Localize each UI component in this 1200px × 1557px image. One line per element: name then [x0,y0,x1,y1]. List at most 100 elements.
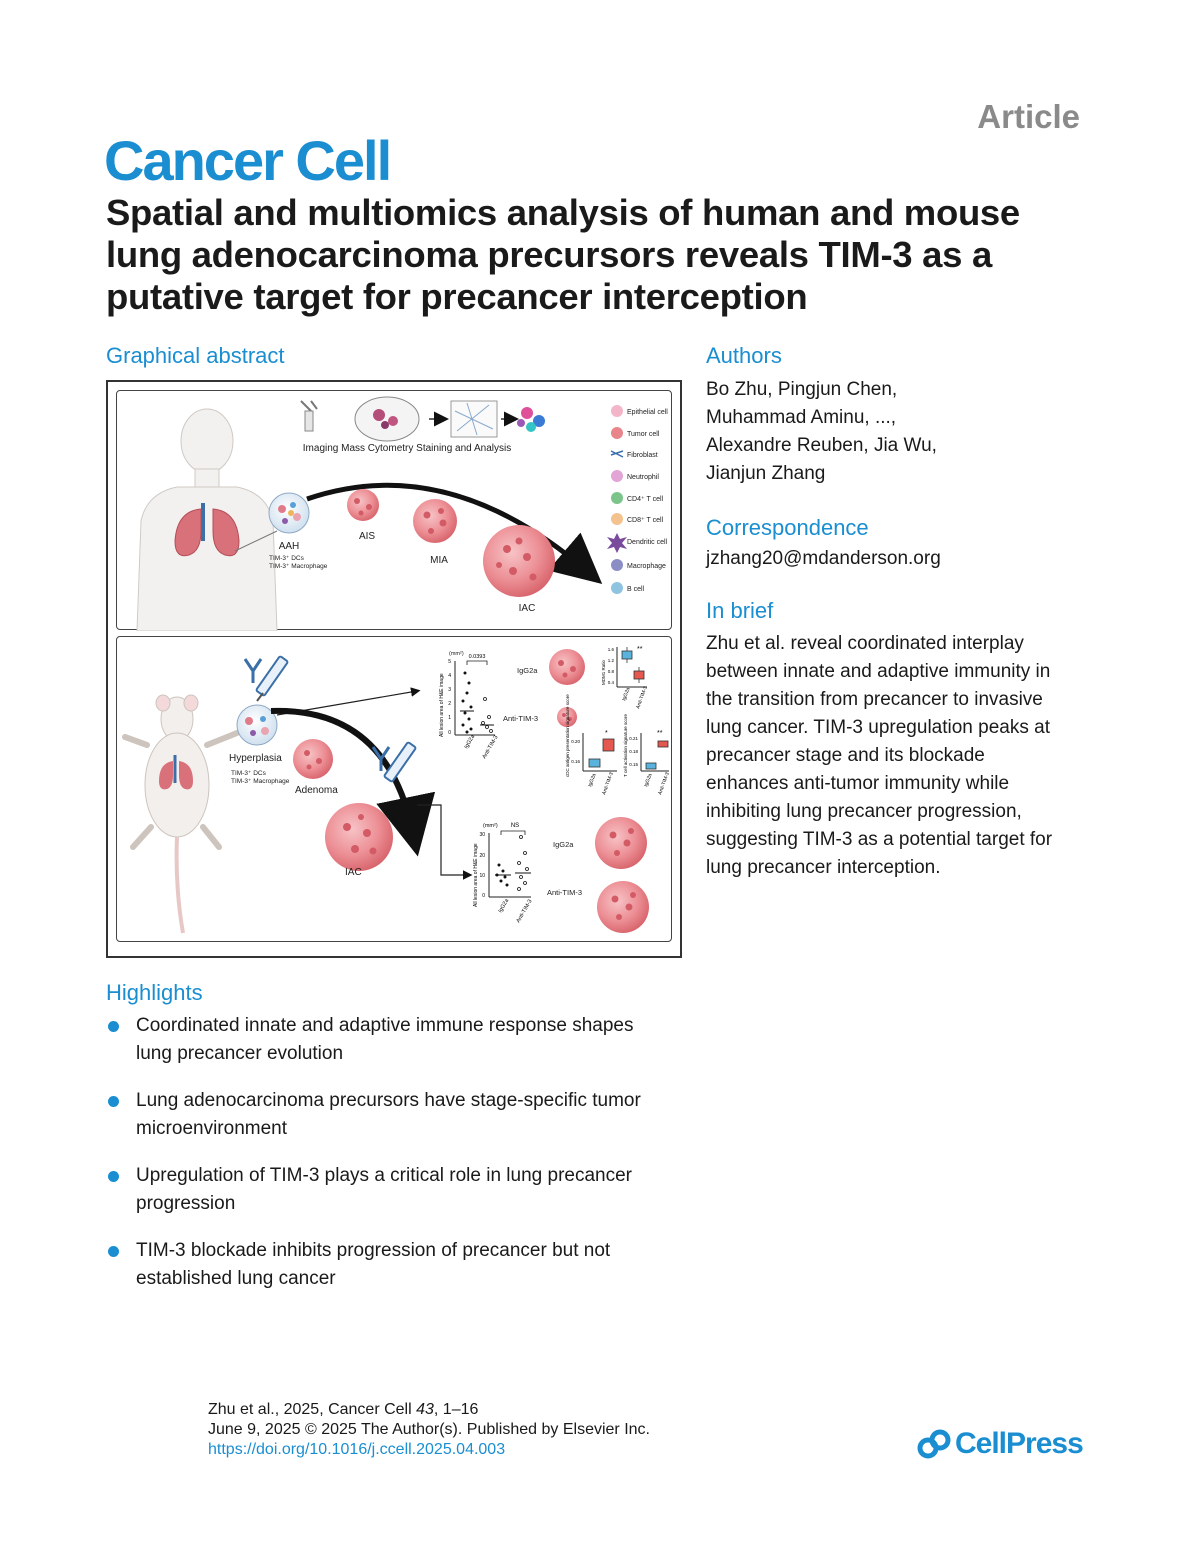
in-brief-heading: In brief [706,598,774,623]
highlight-line: lung precancer evolution [136,1043,344,1064]
doi-link[interactable]: https://doi.org/10.1016/j.ccell.2025.04.… [208,1441,506,1458]
bullet-icon [108,1096,119,1107]
tick-cdc-1: 0.16 [571,759,580,764]
highlight-line: progression [136,1193,236,1214]
ylabel-mdm: MDM1 Ratio [601,659,606,685]
group-igg-label-bottom: IgG2a [553,840,574,849]
in-brief-line: the transition from precancer to invasiv… [706,689,1043,710]
tick-bottom-20: 20 [479,853,485,859]
citation-prefix: Zhu et al., 2025, Cancer Cell [208,1401,417,1418]
tick-top-3: 3 [448,687,451,693]
in-brief-line: lung precancer interception. [706,857,941,878]
human-silhouette [136,408,278,632]
stage-mouse-iac-label: IAC [345,867,362,878]
unit-label-bottom: (mm²) [483,823,498,829]
mouse-progression-arrow [270,707,436,857]
tick-top-4: 4 [448,673,451,679]
mouse-iac-lesion: IAC [325,803,393,878]
unit-label-top: (mm²) [449,651,464,657]
xlabel-igg-bottom: IgG2a [498,897,511,914]
igg-tumor-top [549,649,585,685]
legend-neutrophil: Neutrophil [627,474,659,481]
graphical-abstract-heading: Graphical abstract [106,343,285,368]
ylabel-cdc: cDC antigen presentation signature score [565,694,570,777]
authors-list: Bo Zhu, Pingjun Chen, Muhammad Aminu, ..… [706,376,937,488]
dots-igg-top [461,671,473,734]
highlight-line: established lung cancer [136,1268,336,1289]
tick-top-5: 5 [448,659,451,665]
lesion-area-plot-iac: (mm²) 30 20 10 0 All lesion area of H&E … [473,823,534,924]
citation-footer: Zhu et al., 2025, Cancer Cell 43, 1–16 J… [208,1400,650,1460]
xlabel-anti-cdc: Anti-TIM-3 [601,771,615,795]
tick-top-1: 1 [448,715,451,721]
tick-top-2: 2 [448,701,451,707]
igg-tumor-bottom [595,817,647,869]
tick-bottom-0: 0 [482,893,485,899]
stage-mia-label: MIA [430,555,448,566]
pvalue-top: 0.0393 [469,654,486,660]
iac-lesion: IAC [483,525,555,614]
pvalue-bottom: NS [511,823,519,829]
group-anti-label-top: Anti-TIM-3 [503,714,538,723]
sig-cdc: * [605,730,608,737]
tick-mdm-0: 1.6 [608,647,615,652]
author-line: Muhammad Aminu, ..., [706,407,897,428]
article-type-label: Article [977,98,1080,135]
graphical-abstract-figure: Imaging Mass Cytometry Staining and Anal… [106,380,682,958]
ylabel-tcell: T cell activation signature score [623,714,628,777]
cellpress-logo: CellPress [917,1427,1084,1461]
citation-pages: , 1–16 [433,1401,479,1418]
in-brief-line: inhibiting lung precancer progression, [706,801,1022,822]
dots-igg-bottom [495,863,509,887]
legend-cd8: CD8⁺ T cell [627,517,664,524]
xlabel-anti-mdm: Anti-TIM-3 [635,685,649,709]
hyper-note-dc: TIM-3⁺ DCs [231,770,267,777]
bullet-icon [108,1246,119,1257]
anti-tim3-syringe-icon [243,655,289,702]
tick-mdm-3: 0.4 [608,680,615,685]
bullet-icon [108,1171,119,1182]
human-progression-panel: Imaging Mass Cytometry Staining and Anal… [116,390,672,632]
aah-note-dc: TIM-3⁺ DCs [269,555,305,562]
journal-name: Cancer Cell [104,129,392,192]
in-brief-text: Zhu et al. reveal coordinated interplay … [706,630,1052,882]
group-igg-label-top: IgG2a [517,666,538,675]
lesion-area-plot-precancer: (mm²) 5 4 3 2 1 0 All lesion area of H&E… [439,651,500,760]
stage-ais-label: AIS [359,531,375,542]
legend-macrophage: Macrophage [627,563,666,570]
imc-workflow: Imaging Mass Cytometry Staining and Anal… [300,396,545,454]
author-line: Alexandre Reuben, Jia Wu, [706,435,937,456]
citation-volume: 43 [416,1401,434,1418]
legend-tumor: Tumor cell [627,431,660,438]
mouse-panel-svg: Hyperplasia TIM-3⁺ DCs TIM-3⁺ Macrophage… [122,646,671,934]
imc-label: Imaging Mass Cytometry Staining and Anal… [303,443,511,454]
cell-type-legend: Epithelial cell Tumor cell Fibroblast Ne… [607,405,668,594]
legend-fibroblast: Fibroblast [627,452,658,459]
xlabel-igg-mdm: IgG2a [621,687,631,702]
highlight-item: Lung adenocarcinoma precursors have stag… [106,1087,696,1143]
highlight-line: Upregulation of TIM-3 plays a critical r… [136,1165,632,1186]
anti-tim3-syringe-icon-2 [371,741,417,783]
tick-tcell-0: 0.21 [629,736,638,741]
in-brief-line: between innate and adaptive immunity in [706,661,1051,682]
in-brief-line: Zhu et al. reveal coordinated interplay [706,633,1024,654]
mdm-ratio-boxplot: 1.6 1.2 0.8 0.4 MDM1 Ratio ** IgG2a Anti… [601,646,649,710]
tick-tcell-2: 0.15 [629,762,638,767]
highlights-heading: Highlights [106,980,203,1005]
tick-cdc-0: 0.20 [571,739,580,744]
ais-lesion: AIS [347,489,379,542]
legend-dendritic: Dendritic cell [627,539,668,546]
xlabel-igg-top: IgG2a [464,733,477,750]
xlabel-anti-top: Anti-TIM-3 [482,735,500,760]
stage-iac-label: IAC [519,603,536,614]
iac-result-arrow [417,804,473,880]
correspondence-email[interactable]: jzhang20@mdanderson.org [706,548,941,569]
anti-tumor-top [557,707,577,727]
highlight-item: TIM-3 blockade inhibits progression of p… [106,1237,696,1293]
xlabel-igg-tcell: IgG2a [643,773,653,788]
legend-bcell: B cell [627,586,645,593]
in-brief-line: suggesting TIM-3 as a potential target f… [706,829,1053,850]
anti-tumor-bottom [597,881,649,933]
tick-bottom-10: 10 [479,873,485,879]
stage-adenoma-label: Adenoma [295,785,338,796]
